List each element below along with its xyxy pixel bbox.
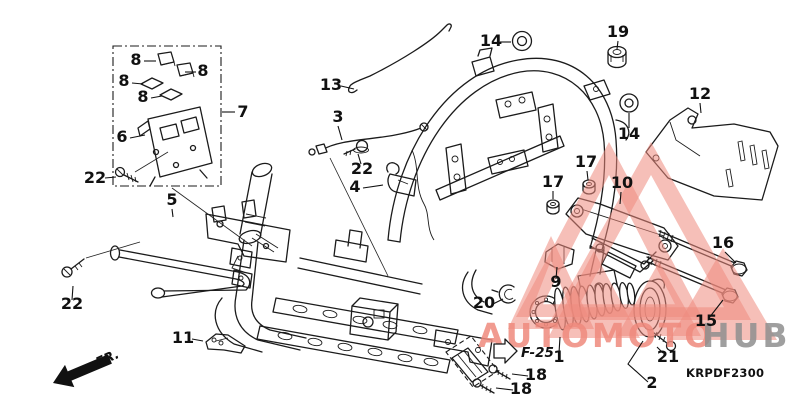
part-callout-10: 10 [611, 173, 633, 192]
screw-18a [488, 364, 511, 380]
part-callout-22: 22 [61, 294, 83, 313]
leader-line-18 [495, 387, 514, 391]
guide-line [329, 157, 389, 277]
leader-line-6 [129, 134, 146, 139]
ground-wire [308, 122, 429, 156]
reference-badge: F-25 [493, 338, 554, 364]
detail-box [445, 335, 499, 388]
fuse-chips [140, 51, 195, 101]
guide-line [134, 151, 169, 173]
leader-line-22 [357, 153, 362, 165]
watermark-triangle-solid [548, 251, 640, 338]
leader-line-3 [337, 125, 343, 141]
fr-label: FR. [94, 347, 122, 370]
part-callout-20: 20 [473, 293, 495, 312]
part-callout-17: 17 [575, 152, 597, 171]
leader-line-12 [699, 102, 702, 114]
part-callout-22: 22 [351, 159, 373, 178]
leader-line-13 [340, 85, 355, 90]
part-callout-2: 2 [646, 373, 657, 392]
guide-line [171, 187, 253, 247]
guide-lines [85, 151, 389, 277]
part-callout-12: 12 [689, 84, 711, 103]
part-callout-22: 22 [84, 168, 106, 187]
leader-line-9 [555, 266, 558, 280]
watermark-triangle-solid [669, 248, 777, 340]
part-callout-17: 17 [542, 172, 564, 191]
leader-line-8 [131, 82, 144, 85]
part-callout-9: 9 [550, 272, 561, 291]
seal-ring [491, 284, 516, 304]
rubber-bushing-14a [511, 30, 533, 52]
part-callout-21: 21 [657, 347, 679, 366]
leader-line-18 [511, 373, 529, 377]
leader-line-21 [656, 346, 664, 354]
part-callout-8: 8 [137, 87, 148, 106]
leader-line-22 [104, 176, 117, 179]
screw-21 [653, 331, 677, 352]
part-callout-8: 8 [118, 71, 129, 90]
part-callout-14: 14 [618, 124, 640, 143]
leader-line-16 [724, 251, 737, 264]
reference-label: F-25 [521, 345, 554, 361]
fr-direction-arrow: FR. [53, 347, 122, 388]
drawing-code: KRPDF2300 [686, 366, 764, 380]
part-callout-13: 13 [320, 75, 342, 94]
part-callout-8: 8 [197, 61, 208, 80]
part-callout-14: 14 [480, 31, 502, 50]
part-callout-7: 7 [237, 102, 248, 121]
stand-bracket [109, 199, 291, 299]
screw-22b [343, 139, 369, 157]
brake-rod [347, 23, 452, 94]
leader-line-10 [619, 191, 622, 205]
part-callout-3: 3 [332, 107, 343, 126]
screw-22a [114, 166, 139, 183]
watermark-triangle-solid [617, 262, 701, 336]
cap-nut-19 [607, 45, 627, 69]
leader-line-22 [71, 285, 74, 301]
watermark-triangles [508, 142, 777, 340]
part-callout-1: 1 [553, 347, 564, 366]
part-callout-4: 4 [349, 177, 360, 196]
screw-18b [472, 378, 495, 394]
leader-line-17 [586, 170, 589, 181]
reference-arrow-icon [493, 338, 518, 364]
leader-line-11 [191, 338, 204, 342]
harness-clamp [386, 149, 435, 241]
part-callout-11: 11 [172, 328, 194, 347]
flange-nut-17b [546, 199, 560, 215]
mud-guard-plate [645, 107, 779, 201]
part-callout-18: 18 [510, 379, 532, 398]
screw-22c [61, 258, 85, 278]
leader-line-19 [616, 40, 619, 50]
leader-line-4 [362, 184, 384, 189]
leader-line-1 [558, 336, 561, 354]
part-callout-15: 15 [695, 311, 717, 330]
part-callout-19: 19 [607, 22, 629, 41]
leader-line-5 [171, 208, 174, 218]
rubber-bushing-14b [619, 93, 639, 113]
part-callout-16: 16 [712, 233, 734, 252]
leader-line-2 [627, 340, 649, 383]
leader-line-20 [492, 298, 504, 305]
fuse-bracket [137, 106, 213, 187]
part-callout-8: 8 [130, 50, 141, 69]
part-callout-5: 5 [166, 190, 177, 209]
guide-line [85, 241, 141, 259]
leader-line-8 [150, 95, 163, 99]
watermark-text: AUTOMOTO HUB [478, 316, 791, 355]
fusebox-boundary [112, 45, 222, 187]
stand-stopper [205, 333, 246, 354]
watermark-brand-primary: AUTOMOTO [478, 316, 715, 355]
part-callout-6: 6 [116, 127, 127, 146]
leader-line-15 [708, 299, 724, 319]
part-callout-18: 18 [525, 365, 547, 384]
watermark-brand-secondary: HUB [702, 316, 791, 355]
